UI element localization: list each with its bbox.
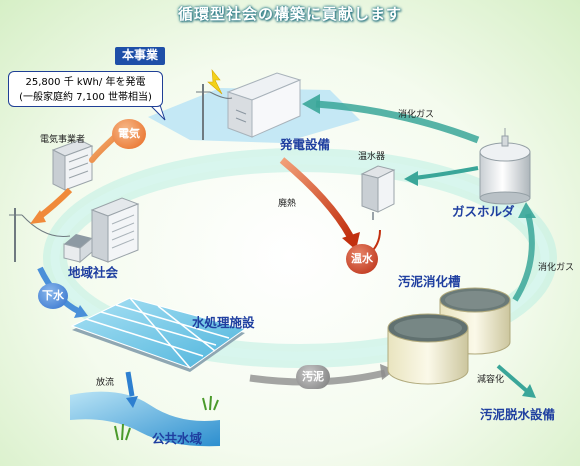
volume-reduction-label: 減容化	[477, 375, 505, 385]
electric-company-building-icon	[51, 139, 94, 191]
sewage-badge: 下水	[38, 283, 68, 309]
power-generation-unit-icon	[226, 72, 302, 138]
grass-icon	[114, 395, 219, 441]
waste-heat-label: 廃熱	[278, 199, 297, 209]
water-heater-icon	[360, 165, 396, 220]
river	[70, 391, 220, 447]
waste-heat-arrow	[279, 157, 354, 238]
discharge-label: 放流	[96, 378, 115, 388]
page-title: 循環型社会の構築に貢献します	[177, 5, 402, 23]
digestion-tank-icon	[387, 287, 511, 385]
digestion-gas-label-top: 消化ガス	[398, 110, 435, 120]
water-treatment-facility-icon	[70, 297, 247, 372]
power-generation-label: 発電設備	[280, 137, 331, 152]
gas-to-heater-arrow	[413, 166, 479, 180]
water-heater-label: 温水器	[358, 152, 386, 162]
lightning-icon	[207, 69, 223, 95]
callout-line-2: (一般家庭約 7,100 世帯相当)	[19, 92, 152, 103]
digestion-gas-arrow-right	[512, 213, 535, 302]
house-icon	[63, 234, 93, 264]
discharge-arrow	[125, 371, 135, 397]
hot-water-badge: 温水	[346, 244, 378, 274]
public-water-label: 公共水域	[152, 431, 203, 446]
electric-company-label: 電気事業者	[40, 135, 86, 145]
sludge-badge: 汚泥	[296, 365, 330, 389]
digestion-gas-arrow-top	[315, 100, 480, 144]
office-building-icon	[90, 197, 140, 263]
project-badge: 本事業	[115, 47, 166, 65]
electricity-badge: 電気	[112, 119, 146, 149]
utility-pole-icon	[9, 84, 233, 262]
cycle-ring	[50, 155, 550, 361]
gas-holder-icon	[479, 128, 531, 205]
callout-line-1: 25,800 千 kWh/ 年を発電	[25, 77, 146, 88]
generation-callout: 25,800 千 kWh/ 年を発電 (一般家庭約 7,100 世帯相当)	[8, 71, 163, 107]
community-label: 地域社会	[68, 265, 119, 280]
digestion-gas-label-right: 消化ガス	[538, 263, 575, 273]
dewatering-label: 汚泥脱水設備	[480, 407, 556, 422]
water-treatment-label: 水処理施設	[192, 315, 255, 330]
gas-holder-label: ガスホルダ	[452, 204, 515, 219]
digestion-tank-label: 汚泥消化槽	[398, 274, 461, 289]
